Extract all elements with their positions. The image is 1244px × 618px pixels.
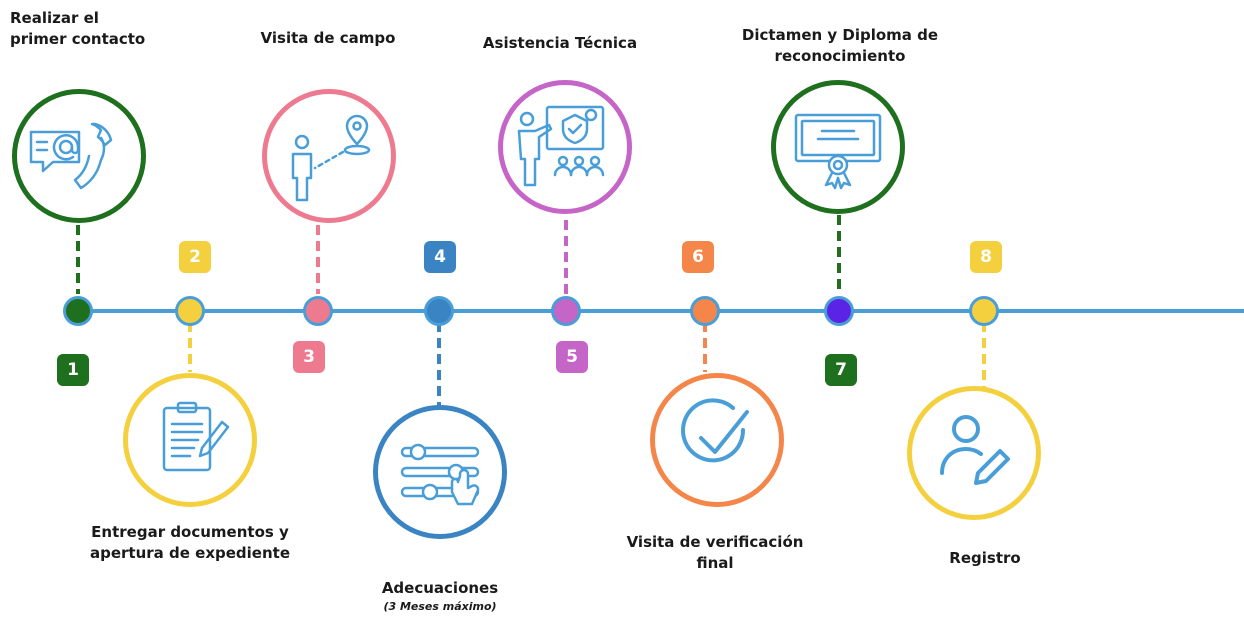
step-3-circle [262,89,396,223]
timeline-dot-4 [424,296,454,326]
presentation-audience-icon [517,105,605,187]
step-5-label-line1: Asistencia Técnica [482,34,638,52]
timeline-dot-1 [63,296,93,326]
step-number-8: 8 [970,241,1002,273]
step-number-4: 4 [424,241,456,273]
sliders-hand-icon [400,443,480,506]
step-2-label-line2: apertura de expediente [90,544,290,562]
step-4-label: Adecuaciones (3 Meses máximo) [360,578,520,615]
step-8-circle [907,386,1041,520]
step-5-circle [498,80,632,214]
step-1-label-line1: Realizar el [10,9,99,27]
step-2-label-line1: Entregar documentos y [91,523,289,541]
step-7-label: Dictamen y Diploma de reconocimiento [720,25,960,67]
step-4-label-line1: Adecuaciones [381,579,499,597]
step-1-circle [12,89,146,223]
timeline-line [68,309,1244,313]
step-7-label-line2: reconocimiento [774,47,906,65]
step-8-label: Registro [920,548,1050,569]
step-number-3: 3 [293,341,325,373]
timeline-dot-5 [551,296,581,326]
step-6-circle [650,373,784,507]
contact-email-phone-icon [29,122,113,190]
check-circle-icon [681,398,749,463]
step-number-2: 2 [179,241,211,273]
diploma-certificate-icon [794,113,882,190]
step-4-label-sub: (3 Meses máximo) [383,600,497,613]
step-number-5: 5 [556,341,588,373]
step-3-label: Visita de campo [238,28,418,49]
step-2-circle [123,373,257,507]
step-3-label-line1: Visita de campo [260,29,396,47]
step-5-label: Asistencia Técnica [460,33,660,54]
step-2-label: Entregar documentos y apertura de expedi… [80,522,300,564]
step-6-label: Visita de verificación final [610,532,820,574]
step-6-label-line2: final [696,554,734,572]
timeline-dot-2 [175,296,205,326]
step-1-label: Realizar el primer contacto [10,8,145,50]
step-number-6: 6 [682,241,714,273]
timeline-dot-6 [690,296,720,326]
timeline-dot-8 [969,296,999,326]
step-number-7: 7 [825,354,857,386]
step-8-label-line1: Registro [949,549,1021,567]
step-7-circle [771,80,905,214]
clipboard-document-icon [162,401,230,472]
step-6-label-line1: Visita de verificación [626,533,804,551]
step-4-circle [373,405,507,539]
timeline-dot-7 [824,296,854,326]
step-1-label-line2: primer contacto [10,30,146,48]
step-number-1: 1 [57,354,89,386]
step-7-label-line1: Dictamen y Diploma de [741,26,939,44]
timeline-dot-3 [303,296,333,326]
person-location-pin-icon [291,114,371,202]
user-edit-icon [940,415,1010,485]
